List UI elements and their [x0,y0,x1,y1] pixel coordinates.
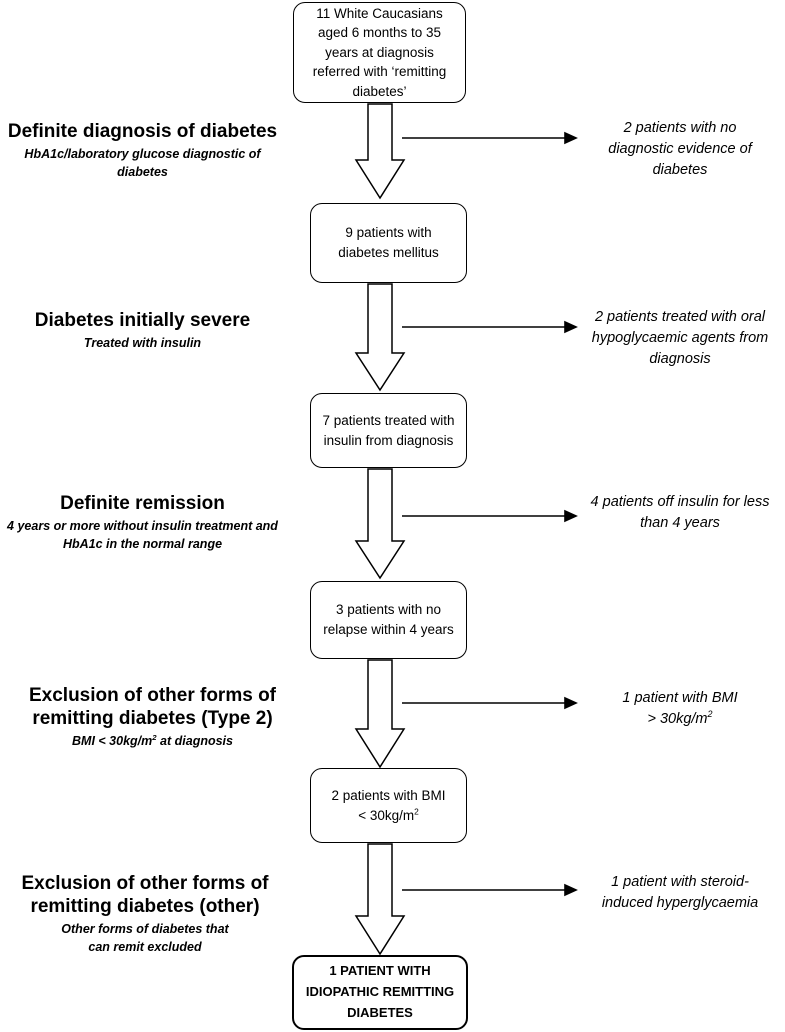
exclusion-oral-agents: 2 patients treated with oral hypoglycaem… [591,309,769,368]
exclusion-arrowhead-1 [564,131,578,145]
exclusion-arrowhead-3 [564,509,578,523]
step-exclusion-type2: Exclusion of other forms of remitting di… [20,684,285,751]
bmi-box-line2: < 30kg/m [358,807,415,823]
insulin-treated-box: 7 patients treated with insulin from dia… [310,393,467,468]
step-5-heading: Exclusion of other forms of remitting di… [21,873,269,918]
exclusion-arrowhead-5 [564,883,578,897]
step-4-sub-post: at diagnosis [156,734,233,749]
step-definite-remission: Definite remission 4 years or more witho… [0,492,285,553]
step-2-heading: Diabetes initially severe [34,310,251,331]
down-arrow-5 [354,843,406,956]
down-arrow-4 [354,659,406,769]
step-4-subtext: BMI < 30kg/m2 at diagnosis [20,733,285,751]
exclusion-off-insulin: 4 patients off insulin for less than 4 y… [590,494,770,532]
step-definite-diagnosis: Definite diagnosis of diabetes HbA1c/lab… [0,120,285,181]
step-3-heading: Definite remission [60,493,225,514]
step-5-subtext: Other forms of diabetes that can remit e… [61,922,229,954]
start-box-text: 11 White Caucasians aged 6 months to 35 … [312,5,447,99]
bmi-box-sup: 2 [414,806,419,816]
down-arrow-1 [354,103,406,200]
exclusion-arrowhead-2 [564,320,578,334]
exclusion-no-evidence: 2 patients with no diagnostic evidence o… [608,120,752,179]
step-4-sub-pre: BMI < 30kg/m [72,734,153,749]
bmi-box-line1: 2 patients with BMI [331,787,446,803]
diabetes-mellitus-box: 9 patients with diabetes mellitus [310,203,467,283]
step-initially-severe: Diabetes initially severe Treated with i… [0,309,285,353]
down-arrow-3 [354,468,406,580]
bmi-box: 2 patients with BMI < 30kg/m2 [310,768,467,843]
no-relapse-text: 3 patients with no relapse within 4 year… [323,602,454,637]
no-relapse-box: 3 patients with no relapse within 4 year… [310,581,467,659]
down-arrow-2 [354,283,406,392]
exclusion-bmi-line2: > 30kg/m [647,711,708,728]
step-1-heading: Definite diagnosis of diabetes [7,121,278,142]
step-1-subtext: HbA1c/laboratory glucose diagnostic of d… [24,147,261,179]
step-4-heading: Exclusion of other forms of remitting di… [28,685,277,730]
exclusion-bmi-sup: 2 [707,709,713,720]
step-exclusion-other: Exclusion of other forms of remitting di… [0,872,290,956]
exclusion-high-bmi: 1 patient with BMI > 30kg/m2 [585,688,775,730]
final-box-text: 1 PATIENT WITH IDIOPATHIC REMITTING DIAB… [305,963,455,1020]
exclusion-steroid: 1 patient with steroid-induced hyperglyc… [601,874,759,912]
diabetes-mellitus-text: 9 patients with diabetes mellitus [338,225,439,260]
exclusion-arrowhead-4 [564,696,578,710]
step-4-sub-sup: 2 [152,733,157,743]
start-box: 11 White Caucasians aged 6 months to 35 … [293,2,466,103]
step-2-subtext: Treated with insulin [83,336,202,351]
final-box: 1 PATIENT WITH IDIOPATHIC REMITTING DIAB… [292,955,468,1030]
insulin-treated-text: 7 patients treated with insulin from dia… [322,412,455,448]
step-3-subtext: 4 years or more without insulin treatmen… [7,519,278,551]
bmi-box-text: 2 patients with BMI < 30kg/m2 [331,786,445,825]
exclusion-bmi-line1: 1 patient with BMI [622,690,738,706]
